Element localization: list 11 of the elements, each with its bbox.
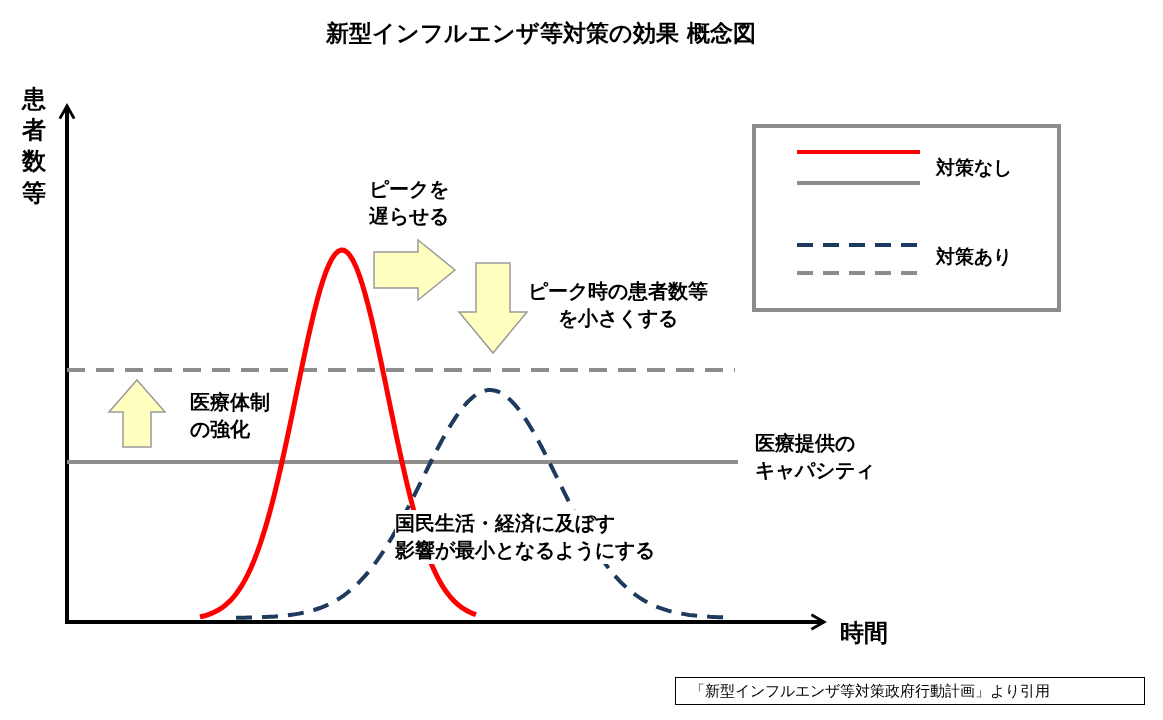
chart-title: 新型インフルエンザ等対策の効果 概念図 xyxy=(325,19,758,48)
annotation-text: ピーク時の患者数等を小さくする xyxy=(528,278,708,332)
source-note: 「新型インフルエンザ等対策政府行動計画」より引用 xyxy=(675,677,1145,706)
legend-label: 対策なし xyxy=(936,155,1012,180)
annotation-text: 国民生活・経済に及ぼす影響が最小となるようにする xyxy=(395,510,655,564)
axis-title: 時間 xyxy=(840,618,888,649)
axis-title: 患者数等 xyxy=(22,84,46,209)
annotation-text: ピークを遅らせる xyxy=(369,176,449,230)
legend-label: 対策あり xyxy=(936,244,1012,269)
annotation-text: 医療体制の強化 xyxy=(190,389,270,443)
annotation-text: 医療提供のキャパシティ xyxy=(755,430,875,484)
